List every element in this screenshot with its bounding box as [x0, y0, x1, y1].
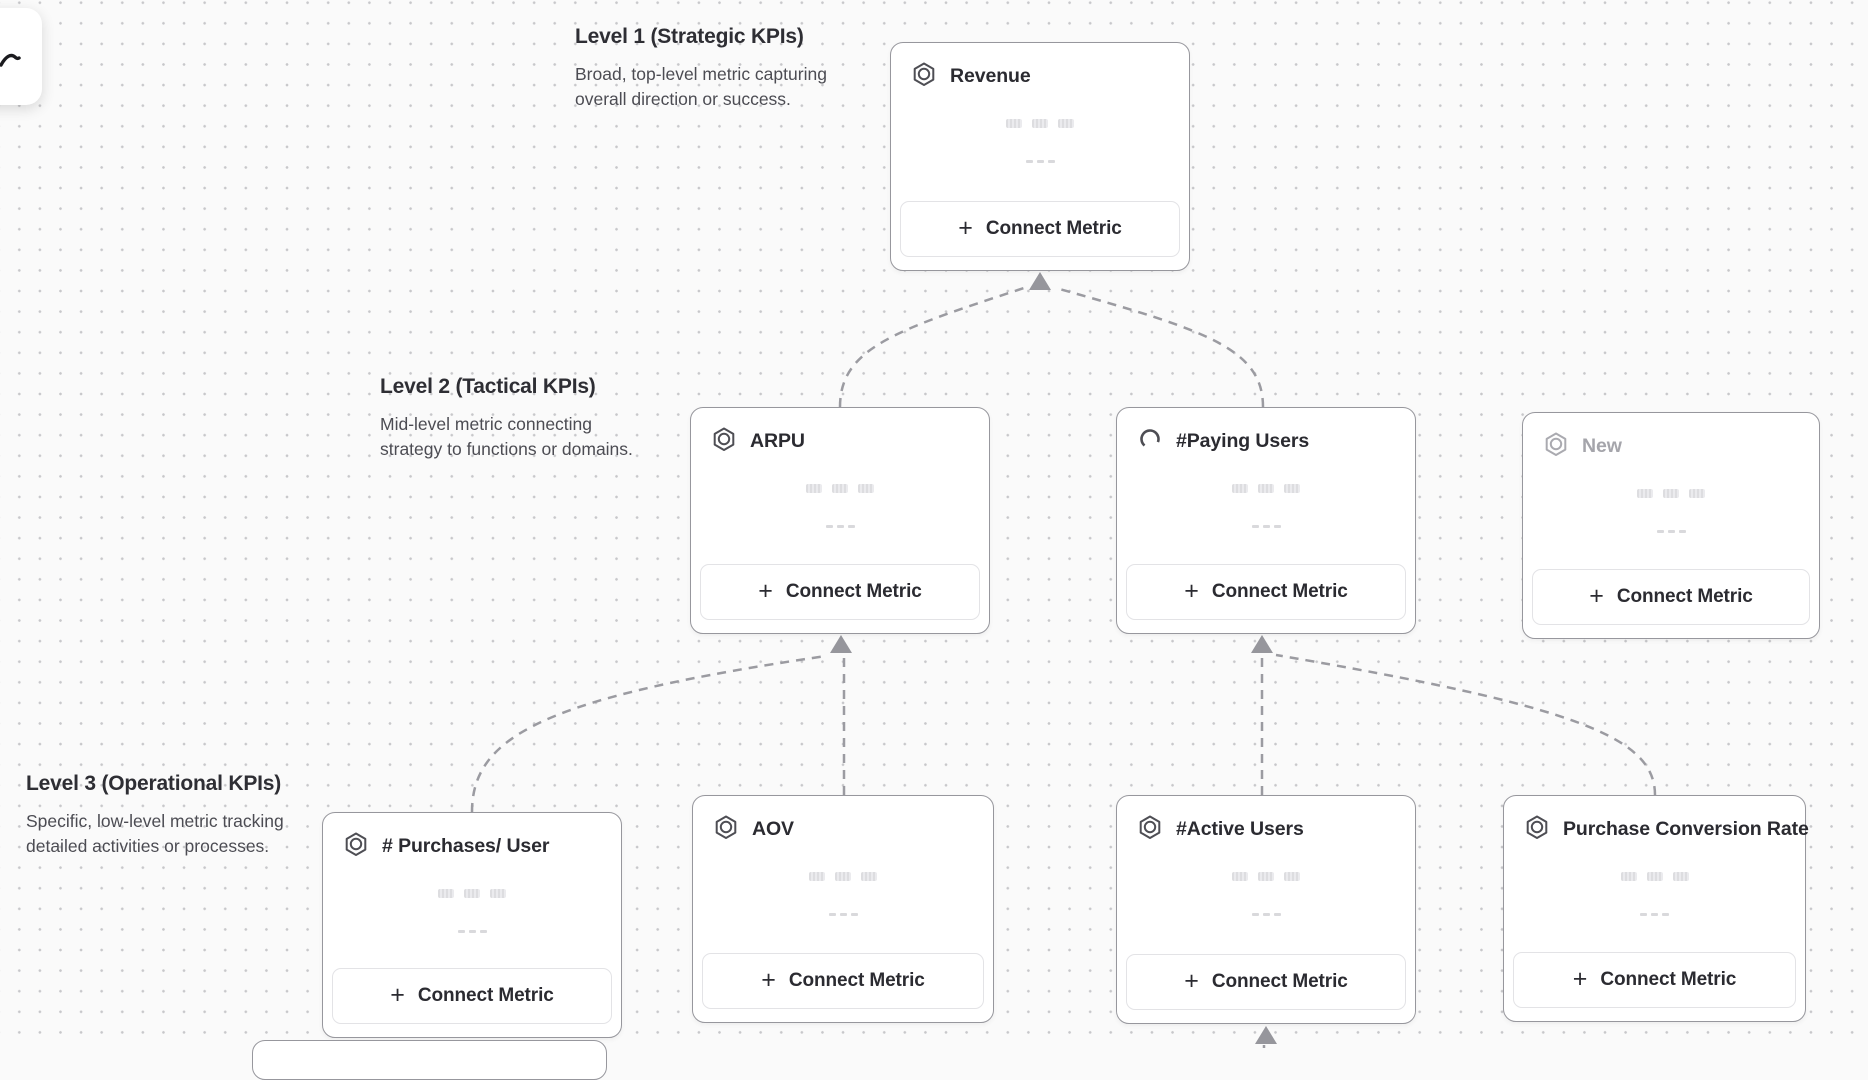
metric-skeleton-dashes: [693, 913, 993, 916]
metric-card-header: ARPU: [691, 408, 989, 457]
metric-card-active-users[interactable]: #Active Users + Connect Metric: [1116, 795, 1416, 1024]
plus-icon: +: [1589, 581, 1604, 610]
connect-metric-button[interactable]: + Connect Metric: [1126, 954, 1406, 1010]
metric-skeleton: [323, 889, 621, 898]
level-3-description: Specific, low-level metric tracking deta…: [26, 811, 284, 856]
metric-card-title: Purchase Conversion Rate: [1563, 818, 1809, 840]
level-2-description: Mid-level metric connecting strategy to …: [380, 414, 633, 459]
metric-card-header: # Purchases/ User: [323, 813, 621, 862]
plus-icon: +: [761, 965, 776, 994]
plus-icon: +: [390, 980, 405, 1009]
partial-offscreen-card[interactable]: [252, 1040, 607, 1080]
level-3-label: Level 3 (Operational KPIs) Specific, low…: [26, 772, 284, 859]
metric-skeleton: [691, 484, 989, 493]
plus-icon: +: [758, 576, 773, 605]
connect-metric-button[interactable]: + Connect Metric: [1126, 564, 1406, 620]
plus-icon: +: [1184, 576, 1199, 605]
hexagon-metric-icon: [713, 814, 739, 845]
metric-card-header: AOV: [693, 796, 993, 845]
level-2-title: Level 2 (Tactical KPIs): [380, 375, 596, 398]
connect-metric-button[interactable]: + Connect Metric: [332, 968, 612, 1024]
level-1-label: Level 1 (Strategic KPIs) Broad, top-leve…: [575, 25, 827, 112]
hexagon-metric-icon: [911, 61, 937, 92]
metric-card-arpu[interactable]: ARPU + Connect Metric: [690, 407, 990, 634]
metric-skeleton-dashes: [691, 525, 989, 528]
metric-card-header: #Active Users: [1117, 796, 1415, 845]
hexagon-metric-icon: [343, 831, 369, 862]
metric-card-revenue[interactable]: Revenue + Connect Metric: [890, 42, 1190, 271]
metric-card-title: Revenue: [950, 65, 1031, 87]
metric-card-header: Revenue: [891, 43, 1189, 92]
metric-card-new[interactable]: New + Connect Metric: [1522, 412, 1820, 639]
hexagon-metric-icon: [711, 426, 737, 457]
plus-icon: +: [1572, 964, 1588, 993]
connect-metric-button[interactable]: + Connect Metric: [1513, 952, 1796, 1008]
metric-skeleton-dashes: [1523, 530, 1819, 533]
metric-skeleton: [891, 119, 1189, 128]
connect-metric-button[interactable]: + Connect Metric: [702, 953, 984, 1009]
metric-card-purchase-conversion-rate[interactable]: Purchase Conversion Rate + Connect Metri…: [1503, 795, 1809, 1022]
connect-metric-button[interactable]: + Connect Metric: [900, 201, 1180, 257]
metric-card-title: ARPU: [750, 430, 805, 452]
level-2-label: Level 2 (Tactical KPIs) Mid-level metric…: [380, 375, 633, 462]
metric-skeleton-dashes: [891, 160, 1189, 163]
metric-skeleton-dashes: [1117, 913, 1415, 916]
metric-skeleton: [1117, 872, 1415, 881]
metric-card-header: New: [1523, 413, 1819, 462]
metric-skeleton: [1523, 489, 1819, 498]
floating-panel[interactable]: [0, 8, 42, 105]
metric-skeleton-dashes: [323, 930, 621, 933]
spinner-icon: [1137, 426, 1163, 457]
connect-metric-button[interactable]: + Connect Metric: [1532, 569, 1810, 625]
hexagon-metric-icon: [1137, 814, 1163, 845]
metric-skeleton: [693, 872, 993, 881]
metric-card-purchases-per-user[interactable]: # Purchases/ User + Connect Metric: [322, 812, 622, 1038]
metric-card-title: AOV: [752, 818, 794, 840]
pen-stroke-icon: [0, 53, 21, 67]
plus-icon: +: [1184, 966, 1199, 995]
metric-card-title: #Paying Users: [1176, 430, 1310, 452]
level-3-title: Level 3 (Operational KPIs): [26, 772, 282, 795]
level-1-title: Level 1 (Strategic KPIs): [575, 25, 804, 48]
metric-card-title: #Active Users: [1176, 818, 1304, 840]
plus-icon: +: [958, 213, 973, 242]
metric-skeleton: [1117, 484, 1415, 493]
metric-card-aov[interactable]: AOV + Connect Metric: [692, 795, 994, 1023]
metric-card-title: # Purchases/ User: [382, 835, 550, 857]
connect-metric-button[interactable]: + Connect Metric: [700, 564, 980, 620]
metric-card-header: #Paying Users: [1117, 408, 1415, 457]
hexagon-metric-icon: [1543, 431, 1569, 462]
metric-skeleton-dashes: [1117, 525, 1415, 528]
metric-card-title: New: [1582, 435, 1622, 457]
metric-skeleton-dashes: [1504, 913, 1805, 916]
hexagon-metric-icon: [1524, 814, 1550, 845]
level-1-description: Broad, top-level metric capturing overal…: [575, 64, 827, 109]
metric-skeleton: [1504, 872, 1805, 881]
metric-card-header: Purchase Conversion Rate: [1504, 796, 1809, 845]
metric-card-paying-users[interactable]: #Paying Users + Connect Metric: [1116, 407, 1416, 634]
